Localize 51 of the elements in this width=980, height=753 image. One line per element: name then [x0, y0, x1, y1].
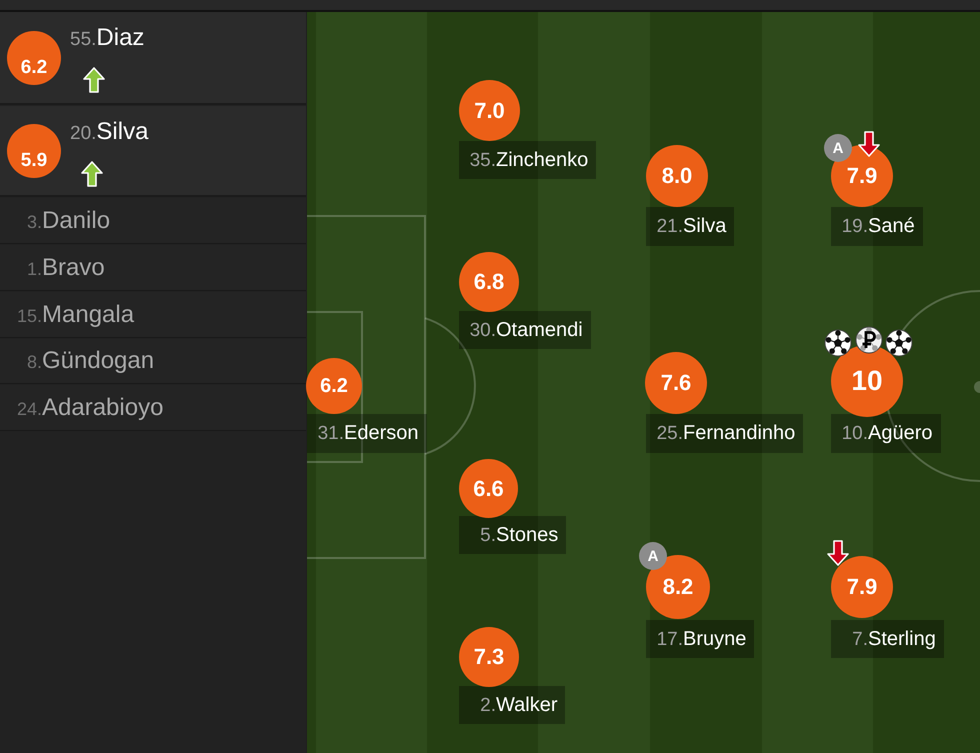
shirt-number: 30. — [470, 320, 496, 341]
name-plate — [459, 686, 566, 724]
substitute-row — [0, 12, 306, 105]
shirt-number: 2. — [480, 695, 496, 716]
player-name: Agüero — [868, 422, 932, 444]
player-name: Gündogan — [42, 347, 154, 374]
shirt-number: 31. — [318, 423, 344, 444]
player-name: Stones — [496, 524, 558, 546]
name-plate — [646, 414, 804, 453]
shirt-number: 15. — [16, 306, 42, 326]
rating-circle: 6.2 — [7, 31, 61, 85]
name-plate — [831, 620, 944, 658]
name-plate — [459, 311, 591, 349]
player-name: Adarabioyo — [42, 394, 164, 421]
name-plate — [307, 414, 426, 453]
player-name: Silva — [683, 215, 726, 237]
name-plate — [646, 207, 734, 246]
shirt-number: 1. — [26, 259, 42, 279]
player-name: Bravo — [42, 254, 105, 281]
player-name: Bruyne — [683, 628, 746, 650]
substitute-row — [0, 106, 306, 197]
shirt-number: 24. — [16, 399, 42, 419]
name-plate — [459, 516, 566, 554]
player-name: Zinchenko — [496, 149, 588, 171]
player-name: Danilo — [42, 207, 110, 234]
player-name: Silva — [96, 118, 148, 145]
name-plate — [831, 414, 940, 453]
shirt-number: 21. — [656, 216, 683, 237]
shirt-number: 5. — [480, 525, 496, 546]
player-name: Diaz — [96, 24, 144, 51]
shirt-number: 55. — [70, 29, 96, 50]
player-name: Otamendi — [496, 319, 583, 341]
player-name: Walker — [496, 694, 558, 716]
shirt-number: 19. — [842, 216, 868, 237]
shirt-number: 35. — [470, 150, 496, 171]
name-plate — [831, 207, 923, 246]
shirt-number: 8. — [26, 352, 42, 372]
player-name: Sterling — [868, 628, 936, 650]
shirt-number: 3. — [26, 212, 42, 232]
player-name: Fernandinho — [683, 422, 796, 444]
shirt-number: 25. — [656, 423, 683, 444]
player-name: Mangala — [42, 301, 134, 328]
shirt-number: 10. — [842, 423, 868, 444]
name-plate — [646, 620, 754, 658]
player-name: Sané — [868, 215, 915, 237]
shirt-number: 20. — [70, 123, 96, 144]
name-plate — [459, 141, 596, 179]
shirt-number: 17. — [656, 629, 683, 650]
player-name: Ederson — [344, 422, 418, 444]
rating-circle: 5.9 — [7, 124, 61, 178]
shirt-number: 7. — [852, 629, 868, 650]
